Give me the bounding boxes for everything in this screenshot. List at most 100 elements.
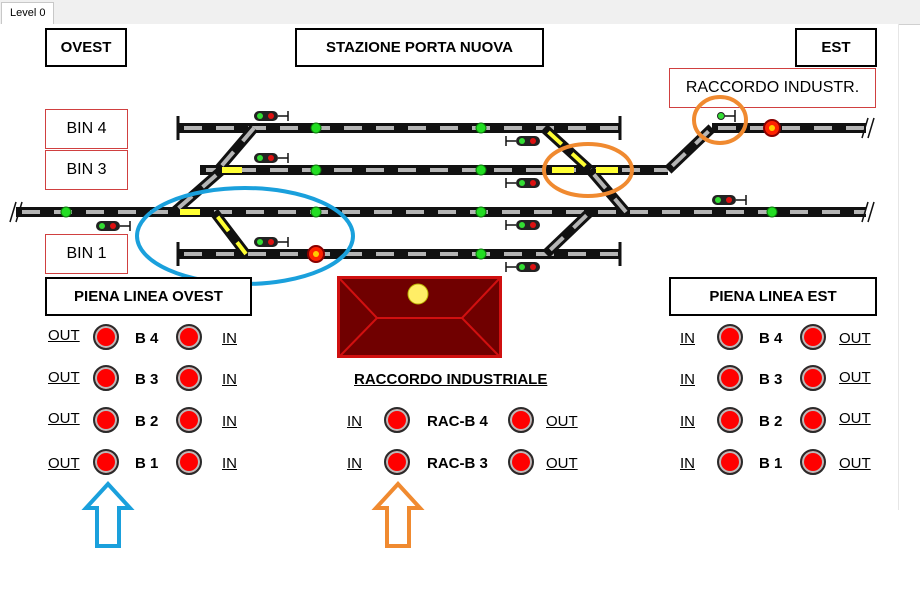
west-b2-out-link[interactable]: OUT bbox=[48, 410, 80, 427]
raccordo-b4-in-link[interactable]: IN bbox=[347, 413, 362, 430]
blue-up-arrow-icon bbox=[81, 481, 135, 548]
switch-west-bin4-sections bbox=[216, 126, 256, 172]
raccordo-b3-out-button[interactable] bbox=[508, 449, 534, 475]
signal-bin1-west-icon-green bbox=[257, 239, 263, 245]
raccordo-b3-in-button[interactable] bbox=[384, 449, 410, 475]
west-b2-in-button[interactable] bbox=[176, 407, 202, 433]
section-yellow-2 bbox=[222, 167, 242, 173]
red-lamp-core-1 bbox=[769, 125, 775, 131]
east-b4-label: B 4 bbox=[759, 330, 783, 347]
signal-main-west-icon-red bbox=[110, 223, 116, 229]
east-header: EST bbox=[795, 28, 877, 67]
track-lamp-2 bbox=[310, 164, 322, 176]
raccordo-b3-out-link[interactable]: OUT bbox=[546, 455, 578, 472]
west-b4-in-link[interactable]: IN bbox=[222, 330, 237, 347]
east-line-title: PIENA LINEA EST bbox=[669, 277, 877, 316]
track-end-0-a bbox=[9, 201, 17, 223]
west-b3-label: B 3 bbox=[135, 371, 159, 388]
west-b2-label: B 2 bbox=[135, 413, 159, 430]
raccordo-b4-label: RAC-B 4 bbox=[427, 413, 488, 430]
section-yellow-3 bbox=[552, 167, 574, 173]
signal-main-east2-icon-red bbox=[726, 197, 732, 203]
west-b2-in-link[interactable]: IN bbox=[222, 413, 237, 430]
signal-raccordo-icon bbox=[717, 112, 725, 120]
signal-bin3-east-icon-red bbox=[530, 180, 536, 186]
station-header: STAZIONE PORTA NUOVA bbox=[295, 28, 544, 67]
east-b2-in-button[interactable] bbox=[717, 407, 743, 433]
east-b1-out-button[interactable] bbox=[800, 449, 826, 475]
west-b1-out-link[interactable]: OUT bbox=[48, 455, 80, 472]
track-end-2-a bbox=[861, 117, 869, 139]
orange-up-arrow-icon bbox=[371, 481, 425, 548]
east-b2-label: B 2 bbox=[759, 413, 783, 430]
west-b3-in-button[interactable] bbox=[176, 365, 202, 391]
panel-lamp-icon bbox=[408, 284, 428, 304]
east-b4-out-link[interactable]: OUT bbox=[839, 330, 871, 347]
west-b3-out-link[interactable]: OUT bbox=[48, 369, 80, 386]
signal-main-east-icon-red bbox=[530, 222, 536, 228]
raccordo-b4-out-button[interactable] bbox=[508, 407, 534, 433]
track-label-bin4: BIN 4 bbox=[45, 109, 128, 149]
switch-west-upper-sections bbox=[172, 168, 224, 214]
east-b4-in-link[interactable]: IN bbox=[680, 330, 695, 347]
west-b4-out-button[interactable] bbox=[93, 324, 119, 350]
west-b4-label: B 4 bbox=[135, 330, 159, 347]
west-b1-out-button[interactable] bbox=[93, 449, 119, 475]
section-yellow-4 bbox=[596, 167, 618, 173]
east-b3-label: B 3 bbox=[759, 371, 783, 388]
east-b3-out-link[interactable]: OUT bbox=[839, 369, 871, 386]
east-b1-in-button[interactable] bbox=[717, 449, 743, 475]
track-lamp-7 bbox=[766, 206, 778, 218]
signal-bin1-east-icon-green bbox=[519, 264, 525, 270]
west-b4-in-button[interactable] bbox=[176, 324, 202, 350]
tab-strip: Level 0 bbox=[0, 0, 920, 25]
raccordo-b3-label: RAC-B 3 bbox=[427, 455, 488, 472]
orange-highlight-ring-signal bbox=[692, 95, 748, 145]
signal-bin4-west-icon-green bbox=[257, 113, 263, 119]
east-b1-out-link[interactable]: OUT bbox=[839, 455, 871, 472]
track-end-0-b bbox=[15, 201, 23, 223]
west-b3-in-link[interactable]: IN bbox=[222, 371, 237, 388]
signal-bin3-east-icon-green bbox=[519, 180, 525, 186]
east-b2-in-link[interactable]: IN bbox=[680, 413, 695, 430]
east-b2-out-link[interactable]: OUT bbox=[839, 410, 871, 427]
switch-east-bin1-sections bbox=[544, 210, 592, 256]
east-b3-in-link[interactable]: IN bbox=[680, 371, 695, 388]
raccordo-control-panel[interactable] bbox=[337, 276, 502, 358]
signal-bin1-east-icon-red bbox=[530, 264, 536, 270]
raccordo-b4-out-link[interactable]: OUT bbox=[546, 413, 578, 430]
raccordo-title: RACCORDO INDUSTRIALE bbox=[354, 371, 548, 388]
raccordo-b4-in-button[interactable] bbox=[384, 407, 410, 433]
track-lamp-4 bbox=[60, 206, 72, 218]
track-end-2-b bbox=[867, 117, 875, 139]
track-lamp-5 bbox=[310, 206, 322, 218]
track-lamp-0 bbox=[310, 122, 322, 134]
raccordo-b3-in-link[interactable]: IN bbox=[347, 455, 362, 472]
west-b2-out-button[interactable] bbox=[93, 407, 119, 433]
blue-highlight-ring bbox=[135, 186, 355, 286]
switch-west-bin1-sections bbox=[212, 210, 248, 256]
east-b4-in-button[interactable] bbox=[717, 324, 743, 350]
east-b1-label: B 1 bbox=[759, 455, 783, 472]
canvas: OVEST STAZIONE PORTA NUOVA EST RACCORDO … bbox=[0, 24, 899, 548]
switch-east-lower-sections bbox=[588, 168, 628, 214]
west-b4-out-link[interactable]: OUT bbox=[48, 327, 80, 344]
east-b2-out-button[interactable] bbox=[800, 407, 826, 433]
signal-main-east-icon-green bbox=[519, 222, 525, 228]
switch-raccordo-sections bbox=[666, 126, 714, 172]
signal-bin4-west-icon-red bbox=[268, 113, 274, 119]
track-lamp-8 bbox=[475, 248, 487, 260]
west-b1-in-link[interactable]: IN bbox=[222, 455, 237, 472]
east-b3-out-button[interactable] bbox=[800, 365, 826, 391]
track-end-1-a bbox=[861, 201, 869, 223]
east-b3-in-button[interactable] bbox=[717, 365, 743, 391]
signal-bin3-west-icon-green bbox=[257, 155, 263, 161]
red-lamp-core-0 bbox=[313, 251, 319, 257]
tab-level-0[interactable]: Level 0 bbox=[1, 2, 55, 24]
track-lines bbox=[9, 110, 875, 272]
west-b1-in-button[interactable] bbox=[176, 449, 202, 475]
east-b1-in-link[interactable]: IN bbox=[680, 455, 695, 472]
west-b3-out-button[interactable] bbox=[93, 365, 119, 391]
east-b4-out-button[interactable] bbox=[800, 324, 826, 350]
west-b1-label: B 1 bbox=[135, 455, 159, 472]
